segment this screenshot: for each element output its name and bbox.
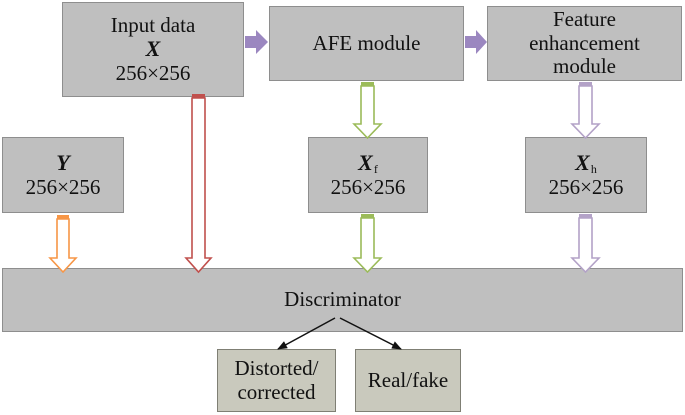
- xf-variable-letter: X: [358, 149, 373, 175]
- arrow-afe-to-feature: [465, 30, 487, 54]
- arrow-y-to-discriminator: [48, 218, 78, 274]
- arrow-y-cap: [57, 215, 69, 219]
- afe-module-box: AFE module: [269, 6, 464, 81]
- xh-subscript: h: [590, 161, 597, 176]
- arrow-xh-to-discriminator: [570, 217, 601, 274]
- xh-variable-letter: X: [575, 149, 590, 175]
- arrow-afe-cap: [361, 82, 374, 86]
- input-data-size: 256×256: [115, 60, 191, 85]
- y-data-box: Y 256×256: [2, 137, 124, 213]
- arrow-xf-cap: [361, 214, 374, 218]
- real-fake-label: Real/fake: [367, 367, 449, 392]
- input-data-label: Input data: [110, 12, 196, 37]
- arrow-feature-to-xh: [570, 85, 601, 140]
- feature-enhancement-line1: Feature: [553, 7, 616, 32]
- arrow-xh-cap: [579, 214, 592, 218]
- feature-enhancement-line2: enhancement: [529, 30, 640, 55]
- input-data-variable: X: [145, 36, 161, 62]
- distorted-corrected-line1: Distorted/: [234, 355, 319, 380]
- y-size: 256×256: [25, 174, 101, 199]
- arrow-input-to-discriminator: [184, 97, 213, 274]
- xf-data-box: Xf 256×256: [308, 137, 428, 213]
- afe-module-label: AFE module: [312, 30, 421, 55]
- feature-enhancement-line3: module: [553, 54, 616, 79]
- xf-size: 256×256: [330, 174, 406, 199]
- feature-enhancement-module-box: Feature enhancement module: [487, 6, 682, 81]
- arrow-xf-to-discriminator: [352, 217, 383, 274]
- input-data-box: Input data X 256×256: [62, 2, 244, 97]
- arrow-input-cap: [192, 94, 205, 98]
- discriminator-label: Discriminator: [284, 287, 401, 312]
- y-variable: Y: [56, 149, 70, 175]
- real-fake-output-box: Real/fake: [355, 349, 461, 412]
- xh-data-box: Xh 256×256: [525, 137, 647, 213]
- arrow-input-to-afe: [245, 30, 268, 54]
- xh-variable: Xh: [575, 149, 597, 176]
- arrow-discriminator-to-distorted: [277, 317, 336, 350]
- distorted-corrected-output-box: Distorted/ corrected: [217, 349, 336, 412]
- arrow-discriminator-to-real-fake: [339, 317, 402, 350]
- xh-size: 256×256: [548, 174, 624, 199]
- xf-variable: Xf: [358, 149, 378, 176]
- distorted-corrected-line2: corrected: [237, 379, 316, 404]
- xf-subscript: f: [373, 161, 378, 176]
- arrow-feature-cap: [579, 82, 592, 86]
- discriminator-box: Discriminator: [2, 268, 683, 332]
- arrow-afe-to-xf: [352, 85, 383, 140]
